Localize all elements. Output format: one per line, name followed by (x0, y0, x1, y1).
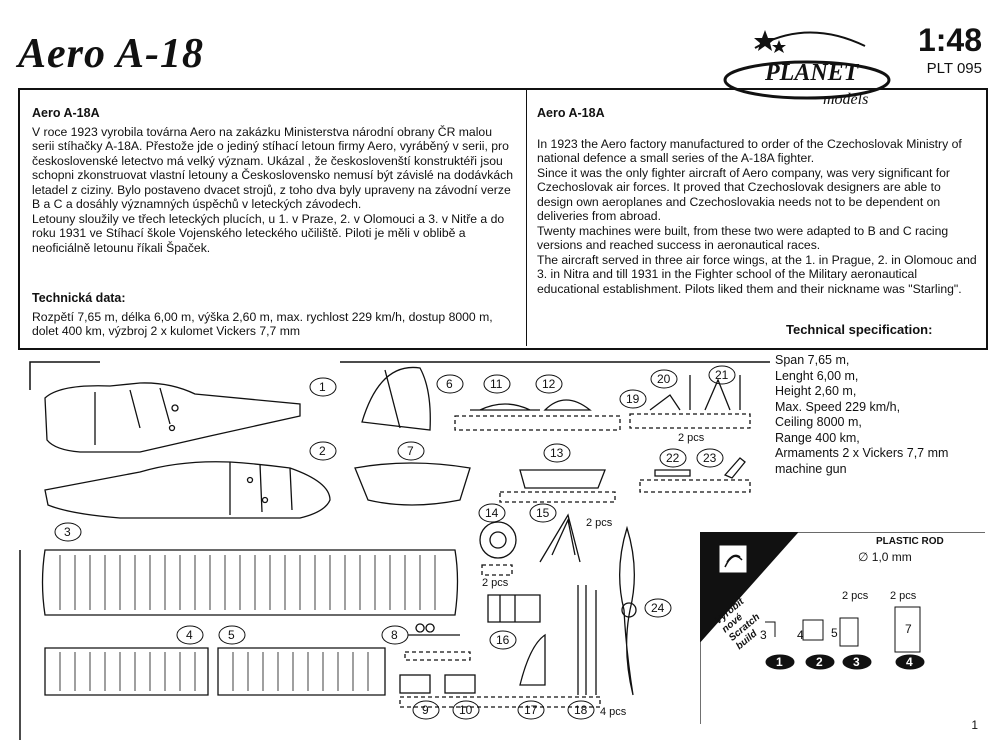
part-number: 11 (490, 377, 503, 391)
rod-number: 4 (906, 655, 913, 669)
rod-number: 3 (853, 655, 860, 669)
rod-length: 4 (797, 628, 804, 642)
part-axle (577, 585, 597, 695)
part-fuselage-left (44, 382, 301, 453)
part-wheel (479, 521, 517, 559)
rod-diameter: ∅ 1,0 mm (858, 550, 912, 564)
part-number: 17 (524, 703, 538, 717)
czech-description: Aero A-18A V roce 1923 vyrobila továrna … (32, 106, 517, 255)
spec-item: Lenght 6,00 m, (775, 368, 859, 383)
spec-item: Ceiling 8000 m, (775, 415, 862, 429)
part-number: 8 (391, 628, 398, 642)
pcs-label: 2 pcs (890, 590, 917, 602)
plastic-rod-box: PLASTIC ROD ∅ 1,0 mm Vyrobit nové Scratc… (700, 532, 985, 724)
pcs-label: 2 pcs (842, 590, 869, 602)
scale-label: 1:48 (917, 22, 982, 58)
part-engine (487, 594, 541, 623)
part-number: 13 (550, 446, 564, 460)
part-strut (539, 513, 581, 563)
part-number: 15 (536, 506, 550, 520)
spec-item: machine gun (775, 461, 847, 476)
part-number: 1 (319, 380, 326, 394)
spec-item: Height 2,60 m, (775, 384, 857, 398)
kit-code: PLT 095 (926, 60, 982, 77)
kit-title: Aero A-18 (18, 31, 204, 77)
description-box (18, 88, 988, 350)
spec-heading: Technical specification: (786, 322, 933, 337)
rod-number: 1 (776, 655, 783, 669)
parts-sprue-drawing (19, 361, 770, 740)
page-number: 1 (971, 718, 978, 732)
rod-length: 5 (831, 626, 838, 640)
svg-text:models: models (823, 91, 868, 108)
english-heading: Aero A-18A (537, 106, 605, 120)
spec-item: Max. Speed 229 km/h, (775, 399, 901, 414)
part-number: 22 (666, 451, 680, 465)
part-propeller (619, 525, 635, 696)
czech-text: V roce 1923 vyrobila továrna Aero na zak… (32, 124, 513, 255)
czech-heading: Aero A-18A (32, 106, 100, 120)
spec-list: Span 7,65 m, Lenght 6,00 m, Height 2,60 … (775, 353, 948, 477)
part-number: 14 (485, 506, 499, 520)
part-number: 16 (496, 633, 510, 647)
part-number: 18 (574, 703, 588, 717)
rod-length: 7 (905, 622, 912, 636)
part-number: 5 (228, 628, 235, 642)
pcs-label: 2 pcs (586, 517, 613, 529)
part-upper-wing (41, 549, 459, 616)
pcs-label: 2 pcs (482, 577, 509, 589)
part-12 (543, 399, 592, 411)
part-8 (408, 623, 460, 636)
svg-text:PLANET: PLANET (764, 60, 860, 86)
spec-item: Armaments 2 x Vickers 7,7 mm (775, 446, 949, 460)
czech-data-heading: Technická data: (32, 291, 126, 305)
part-13 (519, 469, 606, 489)
spec-item: Span 7,65 m, (775, 353, 850, 367)
part-number: 9 (422, 703, 429, 717)
part-fuselage-right (44, 461, 331, 519)
part-number: 20 (657, 372, 671, 386)
spec-item: Range 400 km, (775, 430, 860, 445)
english-text: In 1923 the Aero factory manufactured to… (537, 136, 977, 296)
czech-technical-data: Technická data: Rozpětí 7,65 m, délka 6,… (32, 291, 522, 339)
part-number: 23 (703, 451, 717, 465)
part-number: 21 (715, 368, 729, 382)
part-number: 24 (651, 601, 665, 615)
part-windscreen (361, 366, 431, 431)
part-number: 7 (407, 444, 414, 458)
plastic-rod-label: PLASTIC ROD (876, 536, 944, 547)
english-description: Aero A-18A In 1923 the Aero factory manu… (537, 106, 977, 296)
part-cabane-struts (649, 375, 741, 411)
part-number: 4 (186, 628, 193, 642)
part-number: 6 (446, 377, 453, 391)
part-number: 12 (542, 377, 556, 391)
rod-number: 2 (816, 655, 823, 669)
column-divider (526, 88, 527, 346)
part-radiator-9 (399, 674, 431, 694)
part-number: 10 (459, 703, 473, 717)
part-11 (470, 403, 540, 411)
czech-data-text: Rozpětí 7,65 m, délka 6,00 m, výška 2,60… (32, 309, 493, 339)
pcs-label: 4 pcs (600, 706, 627, 718)
pcs-label: 2 pcs (678, 432, 705, 444)
part-22-23 (654, 457, 746, 479)
part-number: 2 (319, 444, 326, 458)
part-number-layer: 1 2 3 4 5 6 7 8 9 10 11 12 13 14 15 16 1… (0, 350, 1000, 750)
part-number: 19 (626, 392, 640, 406)
part-radiator-10 (444, 674, 476, 694)
part-seat (519, 633, 546, 686)
part-cowl (354, 462, 471, 506)
part-lower-wings (44, 647, 386, 696)
part-number: 3 (64, 525, 71, 539)
rod-length: 3 (760, 628, 767, 642)
planet-models-logo: PLANET models (723, 30, 891, 108)
